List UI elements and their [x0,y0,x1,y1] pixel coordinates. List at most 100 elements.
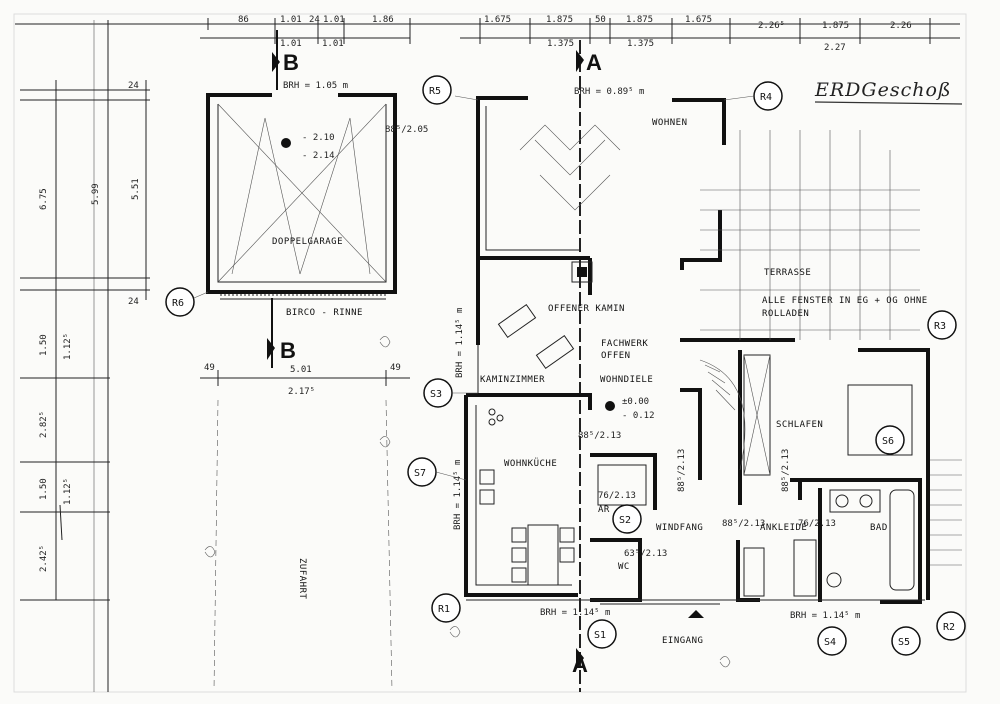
title-underline [814,101,963,105]
svg-text:S1: S1 [594,630,606,641]
room-label-terrasse: TERRASSE [764,268,811,278]
svg-text:R2: R2 [943,622,955,633]
dim-top-1: 86 [238,15,249,25]
door-references: S1 S2 S3 S4 S5 S6 S7 [407,378,921,656]
room-label-wohnen: WOHNEN [652,118,688,128]
window-ref-r2: R2 [936,611,966,641]
dim-top-5: 1.86 [372,15,394,25]
window-references: R1 R2 R3 R4 R5 R6 [165,75,966,641]
garage-dim-2: 5.01 [290,365,312,375]
label-zufahrt: ZUFAHRT [297,558,307,600]
level-2: - 0.12 [622,411,655,421]
dim-top-2: 1.01 [280,15,302,25]
dim-left-9: 1.50 [39,478,49,500]
note-fenster-2: ROLLADEN [762,309,809,319]
svg-text:R6: R6 [172,298,184,309]
house-walls [464,96,930,618]
svg-text:A: A [586,50,602,75]
leader-lines [193,95,755,481]
svg-text:B: B [283,50,299,75]
dim-left-1: 6.75 [39,188,49,210]
dim-left-5: 24 [128,297,139,307]
brh-kaminzimmer: BRH = 1.14⁵ m [455,308,465,378]
door-ref-s1: S1 [587,619,617,649]
door-ankleide: 76/2.13 [798,519,836,529]
dim-top-12: 1.675 [685,15,712,25]
wohnen-floor-pattern [519,124,621,211]
section-marker-b-bottom: B [267,298,296,368]
door-wc: 63⁵/2.13 [624,549,667,559]
level-1: ±0.00 [622,397,649,407]
garage-level-1: - 2.10 [302,133,335,143]
window-ref-r4: R4 [753,81,783,111]
dim-top-10: 50 [595,15,606,25]
dim-top-7: 1.01 [322,39,344,49]
room-label-ankleide: ANKLEIDE [760,523,807,533]
living-furniture [497,303,575,370]
dim-left-3: 5.51 [131,178,141,200]
garage-level-2: - 2.14 [302,151,335,161]
garage-dim-3: 49 [390,363,401,373]
kitchen-fixtures [479,408,575,586]
window-ref-r5: R5 [422,75,452,105]
dim-top-3: 24 [309,15,320,25]
room-label-wc: WC [618,562,630,572]
svg-text:S3: S3 [430,389,442,400]
svg-text:R5: R5 [429,86,441,97]
svg-text:B: B [280,338,296,363]
brh-garage: BRH = 1.05 m [283,81,348,91]
dim-top-13: 2.26⁵ [758,21,785,31]
door-kueche: 88⁵/2.13 [578,431,621,441]
dimension-chain-left: 6.75 5.99 5.51 24 24 1.50 1.12⁵ 2.82⁵ 1.… [20,20,150,692]
dim-left-4: 24 [128,81,139,91]
dim-top-15: 2.26 [890,21,912,31]
dim-left-11: 2.42⁵ [39,545,49,572]
dim-left-10: 1.12⁵ [63,478,73,505]
garage: DOPPELGARAGE BIRCO - RINNE BRH = 1.05 m … [200,81,428,397]
door-windfang: 88⁵/2.13 [722,519,765,529]
room-label-schlafen: SCHLAFEN [776,420,823,430]
door-ref-s2: S2 [612,504,642,534]
door-bad: 88⁵/2.13 [781,449,791,492]
room-label-windfang: WINDFANG [656,523,703,533]
dim-top-11: 1.875 [626,15,653,25]
level-marker-diele [605,401,615,411]
dim-top-17: 1.375 [627,39,654,49]
door-ref-s7: S7 [407,457,437,487]
window-ref-r1: R1 [431,593,461,623]
window-ref-r6: R6 [165,287,195,317]
plan-title: ERDGeschoß [814,79,952,101]
garage-dim-4: 2.17⁵ [288,387,315,397]
room-label-wohnkueche: WOHNKÜCHE [504,458,557,469]
dim-left-2: 5.99 [91,183,101,205]
svg-text:R3: R3 [934,321,946,332]
svg-text:R1: R1 [438,604,450,615]
svg-text:A: A [572,652,588,677]
brh-wohnen: BRH = 0.89⁵ m [574,87,644,97]
garage-door-size: 88⁵/2.05 [385,125,428,135]
label-offen: OFFEN [601,351,631,361]
room-label-ar: AR [598,505,610,515]
exterior-steps [930,459,962,566]
label-offener-kamin: OFFENER KAMIN [548,304,625,314]
brh-s4: BRH = 1.14⁵ m [790,611,860,621]
svg-text:S6: S6 [882,436,894,447]
note-fenster-1: ALLE FENSTER IN EG + OG OHNE [762,296,928,306]
room-label-bad: BAD [870,523,888,533]
gutter-label: BIRCO - RINNE [286,308,363,318]
dim-top-14: 1.875 [822,21,849,31]
svg-text:S2: S2 [619,515,631,526]
dimension-chain-top: 86 1.01 24 1.01 1.86 1.01 1.01 1.675 1.8… [15,15,960,53]
dim-left-7: 1.12⁵ [63,333,73,360]
brh-r1: BRH = 1.14⁵ m [540,608,610,618]
section-marker-b-top: B [272,30,299,90]
door-ref-s6: S6 [875,425,905,455]
door-ref-s5: S5 [891,626,921,656]
staircase [699,359,746,471]
dim-top-16: 1.375 [547,39,574,49]
driveway: ZUFAHRT [213,399,393,691]
garage-dim-1: 49 [204,363,215,373]
brh-kueche: BRH = 1.14⁵ m [453,460,463,530]
